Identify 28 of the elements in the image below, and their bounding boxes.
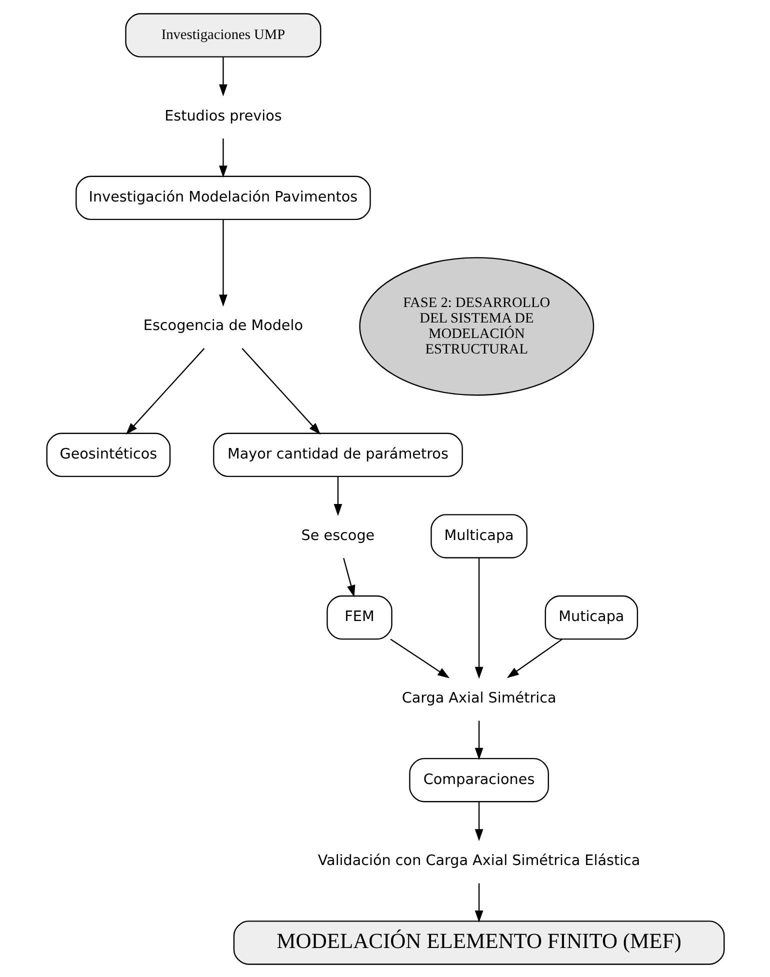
arrow	[218, 219, 227, 306]
arrow	[218, 138, 227, 178]
node-text: Escogencia de Modelo	[142, 318, 303, 334]
node-text: Estudios previos	[164, 108, 282, 124]
node-box: Comparaciones	[408, 758, 548, 802]
node-text: Carga Axial Simétrica	[401, 690, 556, 706]
arrow	[342, 558, 355, 597]
node-box: Investigación Modelación Pavimentos	[75, 175, 370, 220]
node-box: Investigaciones UMP	[124, 12, 321, 57]
arrow	[241, 348, 320, 434]
arrow	[218, 56, 227, 96]
node-ellipse: FASE 2: DESARROLLO DEL SISTEMA DE MODELACIÓN ESTRUCTURAL	[358, 256, 594, 396]
arrow	[506, 638, 562, 678]
node-box: Multicapa	[430, 514, 527, 558]
node-box: Mayor cantidad de parámetros	[212, 432, 462, 477]
node-text: Validación con Carga Axial Simétrica Elástica	[317, 852, 640, 869]
arrow	[474, 802, 483, 841]
arrow	[474, 882, 483, 922]
arrow	[333, 476, 342, 516]
node-box: MODELACIÓN ELEMENTO FINITO (MEF)	[232, 920, 724, 964]
arrow	[474, 720, 483, 760]
node-text: Se escoge	[300, 527, 374, 544]
arrow	[474, 558, 483, 678]
arrow	[390, 638, 450, 678]
node-box: Muticapa	[544, 594, 638, 640]
node-box: Geosintéticos	[46, 432, 170, 477]
node-box: FEM	[326, 594, 392, 640]
arrow	[125, 348, 204, 434]
